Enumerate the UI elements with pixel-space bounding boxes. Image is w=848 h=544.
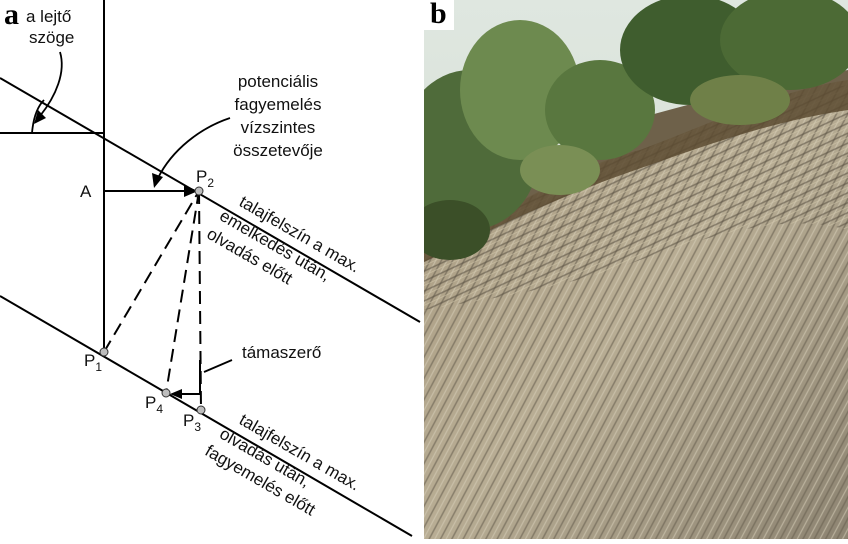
panel-b-letter-bg (424, 0, 454, 30)
support-force-arrowhead (170, 389, 182, 399)
frost-label-line3: vízszintes (241, 118, 316, 137)
panel-a-diagram: a a lejtő szöge potenciális fagyemelés v… (0, 0, 422, 539)
frost-label-line2: fagyemelés (235, 95, 322, 114)
slope-angle-arc (31, 99, 45, 134)
lower-ground-surface-line (0, 295, 413, 537)
p4-label: P4 (145, 393, 163, 416)
dashed-p1-p2 (103, 190, 200, 353)
horizontal-heave-arrowhead (184, 185, 198, 197)
panel-b-letter: b (430, 0, 447, 30)
angle-pointer-arrowhead (34, 110, 46, 124)
point-p3 (196, 405, 206, 415)
dashed-p2-p4 (165, 190, 200, 394)
creeping-strata (424, 85, 848, 310)
support-force-label: támaszerő (242, 343, 321, 362)
panel-a-letter: a (4, 0, 19, 31)
support-label-pointer (203, 359, 233, 373)
point-p4 (161, 388, 171, 398)
frost-label-line4: összetevője (233, 141, 323, 160)
vegetation (424, 0, 848, 260)
p3-label: P3 (183, 411, 201, 434)
p2-label: P2 (196, 167, 214, 190)
upper-ground-surface-line (0, 77, 421, 323)
point-a-label: A (80, 182, 92, 201)
p1-label: P1 (84, 351, 102, 374)
angle-label-pointer (39, 51, 63, 117)
point-p1 (99, 347, 109, 357)
angle-label-line2: szöge (29, 28, 74, 47)
angle-label-line1: a lejtő (26, 7, 71, 26)
frost-label-line1: potenciális (238, 72, 318, 91)
panel-b-photo: b (424, 0, 848, 539)
frost-pointer-arrowhead (152, 173, 163, 188)
point-p2 (194, 186, 204, 196)
frost-label-pointer (157, 117, 231, 179)
